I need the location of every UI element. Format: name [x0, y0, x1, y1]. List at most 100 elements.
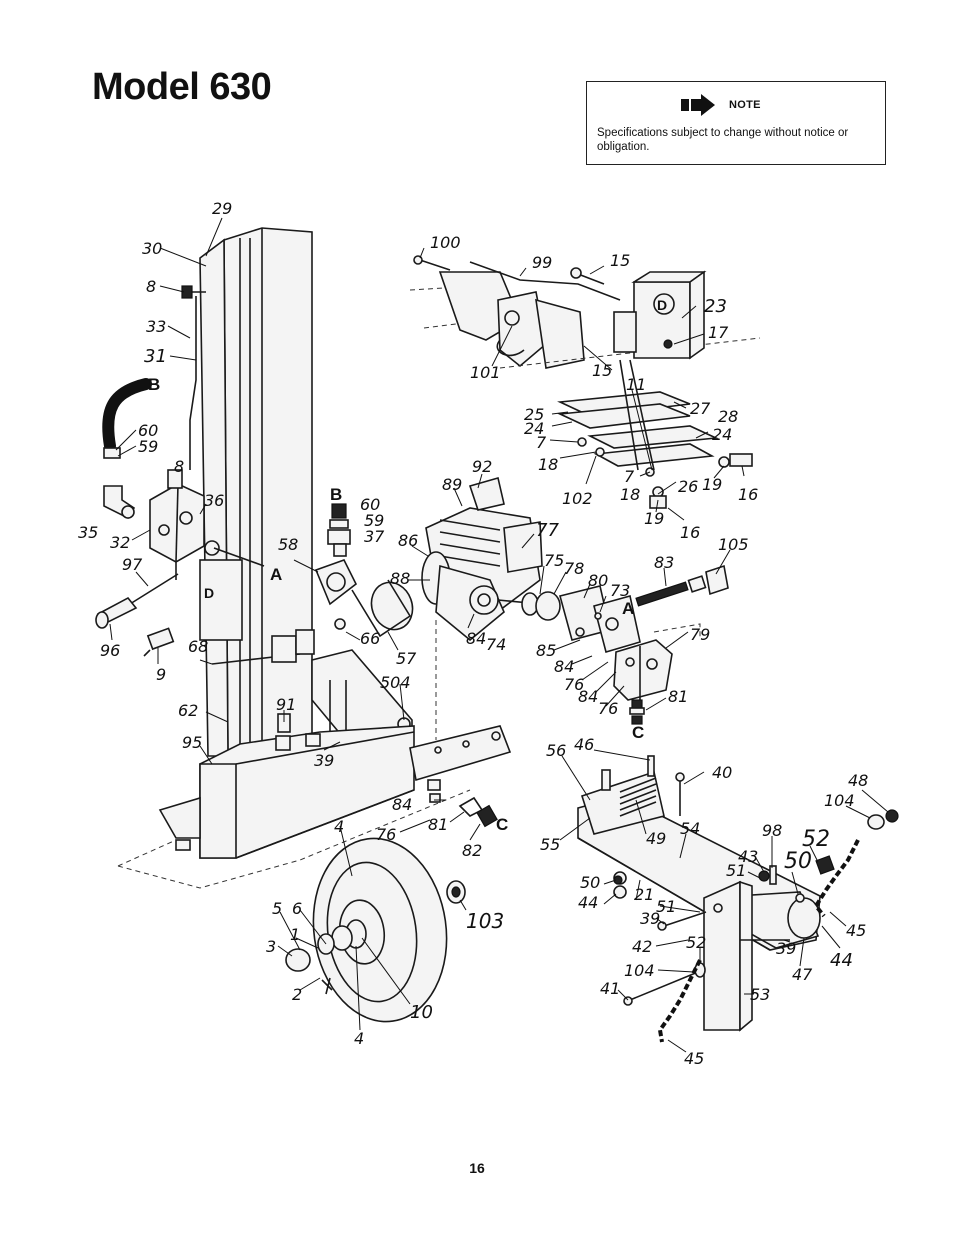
pressure-hose — [213, 547, 265, 567]
callout-46: 46 — [574, 735, 594, 754]
callout-4: 4 — [334, 817, 344, 836]
note-label: NOTE — [729, 99, 761, 111]
callout-66: 66 — [360, 629, 380, 648]
callout-79: 79 — [690, 625, 710, 644]
callout-11: 11 — [626, 375, 646, 394]
callout-76b: 76 — [564, 675, 584, 694]
callout-33: 33 — [146, 317, 166, 336]
leader-lines — [109, 217, 889, 1053]
callout-76c: 76 — [598, 699, 618, 718]
callout-76: 76 — [376, 825, 396, 844]
callout-27: 27 — [690, 399, 711, 418]
callout-81: 81 — [428, 815, 448, 834]
callout-59: 59 — [138, 437, 158, 456]
bolt-100 — [413, 255, 451, 271]
callout-59b: 59 — [364, 511, 384, 530]
callout-54: 54 — [680, 819, 700, 838]
callout-37: 37 — [364, 527, 385, 546]
callout-6: 6 — [292, 899, 302, 918]
callout-74: 74 — [486, 635, 506, 654]
callout-84: 84 — [392, 795, 412, 814]
callout-77: 77 — [536, 520, 559, 541]
tongue — [577, 795, 821, 1032]
callout-86: 86 — [398, 531, 418, 550]
callout-16b: 16 — [680, 523, 700, 542]
callout-7: 7 — [536, 433, 547, 452]
callout-9: 9 — [156, 665, 166, 684]
callout-48: 48 — [848, 771, 868, 790]
callout-32: 32 — [110, 533, 130, 552]
callout-25: 25 — [524, 405, 544, 424]
callout-73: 73 — [610, 581, 630, 600]
callout-C: C — [496, 815, 508, 834]
coupling — [521, 585, 641, 654]
callout-4b: 4 — [354, 1029, 364, 1048]
callout-36: 36 — [204, 491, 224, 510]
bolt-15 — [570, 267, 605, 285]
callout-81b: 81 — [668, 687, 688, 706]
callout-B: B — [148, 375, 160, 394]
callout-51b: 51 — [656, 897, 676, 916]
engine — [421, 476, 543, 642]
valve-handle — [95, 573, 179, 629]
callout-35: 35 — [78, 523, 98, 542]
callout-A: A — [270, 565, 282, 584]
callout-97: 97 — [122, 555, 143, 574]
safety-chain-lower — [657, 959, 702, 1043]
callout-75: 75 — [544, 551, 564, 570]
callout-84d: 84 — [578, 687, 598, 706]
callout-30: 30 — [142, 239, 162, 258]
callout-50b: 50 — [580, 873, 600, 892]
callout-100: 100 — [430, 233, 461, 252]
callout-60: 60 — [138, 421, 158, 440]
tongue-hardware — [613, 809, 899, 903]
callout-31: 31 — [144, 346, 167, 367]
callout-82: 82 — [462, 841, 482, 860]
vertical-beam: D — [199, 227, 313, 757]
callout-42: 42 — [632, 937, 652, 956]
mount-block: D — [613, 270, 707, 360]
callout-44b: 44 — [830, 950, 853, 971]
callout-15b: 15 — [592, 361, 612, 380]
callout-18b: 18 — [620, 485, 640, 504]
elbow-fitting — [103, 485, 136, 520]
callout-50: 50 — [784, 849, 812, 874]
callout-78: 78 — [564, 559, 584, 578]
pump-fittings — [635, 564, 729, 607]
callout-41: 41 — [600, 979, 620, 998]
callout-7b: 7 — [624, 467, 635, 486]
callout-2: 2 — [292, 985, 302, 1004]
callout-52b: 52 — [686, 933, 706, 952]
callout-58: 58 — [278, 535, 298, 554]
callout-28: 28 — [718, 407, 738, 426]
slide-plates — [557, 359, 753, 509]
callout-47: 47 — [792, 965, 813, 984]
callout-8: 8 — [146, 277, 156, 296]
safety-chain-right — [813, 839, 860, 918]
callout-45b: 45 — [684, 1049, 704, 1068]
hydraulic-pump — [613, 623, 701, 725]
callout-49: 49 — [646, 829, 666, 848]
control-valve — [149, 469, 220, 580]
callout-104b: 104 — [624, 961, 655, 980]
svg-text:D: D — [657, 297, 667, 313]
note-header: NOTE — [681, 92, 761, 118]
callout-21: 21 — [634, 885, 654, 904]
callout-62: 62 — [178, 701, 198, 720]
callout-96: 96 — [100, 641, 120, 660]
callout-85: 85 — [536, 641, 556, 660]
callout-52: 52 — [802, 827, 830, 852]
callout-51: 51 — [726, 861, 746, 880]
callout-B2: B — [330, 485, 342, 504]
callout-44: 44 — [578, 893, 598, 912]
base-frame — [158, 725, 512, 859]
callout-19: 19 — [702, 475, 722, 494]
page-number: 16 — [469, 1160, 485, 1176]
callout-23: 23 — [704, 296, 727, 317]
callout-C2: C — [632, 723, 644, 742]
callout-84c: 84 — [554, 657, 574, 676]
callout-53: 53 — [750, 985, 770, 1004]
callout-68: 68 — [188, 637, 208, 656]
callout-101: 101 — [470, 363, 501, 382]
